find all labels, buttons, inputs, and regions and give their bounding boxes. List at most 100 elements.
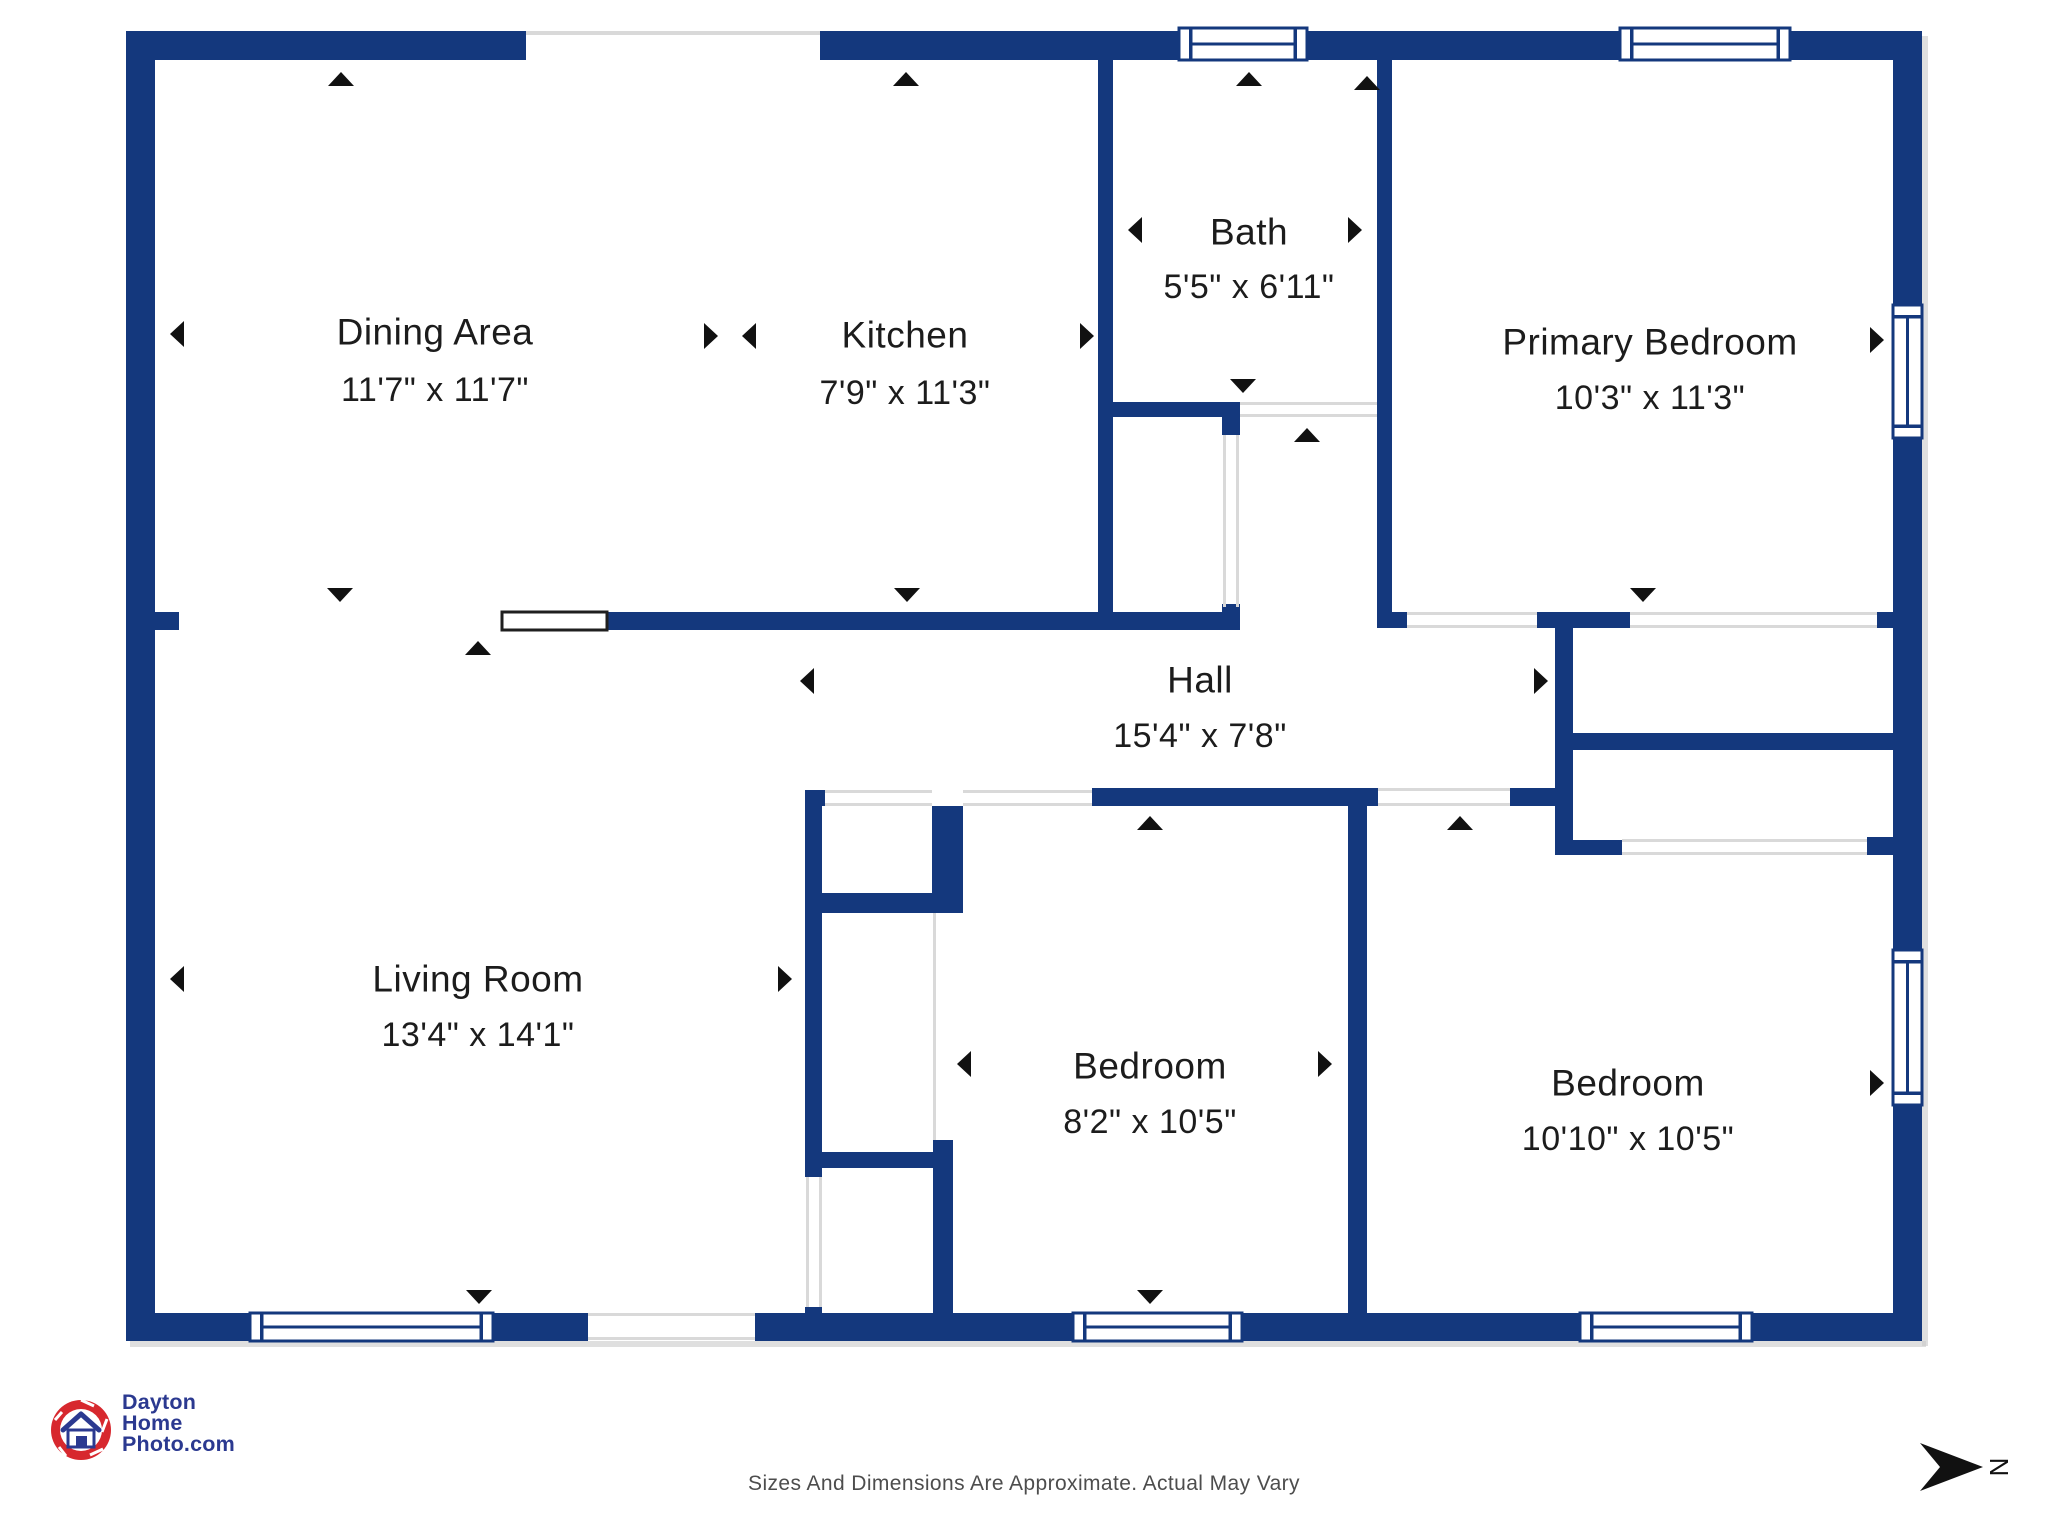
- room-label: Bath: [1210, 212, 1288, 253]
- room-label: Primary Bedroom: [1502, 322, 1797, 363]
- room-dimensions: 15'4" x 7'8": [1113, 717, 1287, 755]
- room-dimensions: 7'9" x 11'3": [819, 374, 990, 412]
- room-label: Hall: [1167, 660, 1233, 701]
- window-mullion: [1189, 42, 1297, 46]
- door-opening-line: [825, 790, 932, 793]
- plan-shadow-right: [1922, 36, 1928, 1346]
- direction-arrow-up: [1294, 428, 1320, 442]
- direction-arrow-right: [1318, 1051, 1332, 1077]
- door-opening-line: [1630, 625, 1877, 628]
- door-opening-line: [825, 803, 932, 806]
- door-opening-line: [1223, 435, 1226, 607]
- door-opening-line: [819, 1177, 822, 1307]
- direction-arrow-up: [1354, 76, 1380, 90]
- wall-segment: [1242, 1313, 1580, 1341]
- room-dimensions: 13'4" x 14'1": [382, 1016, 575, 1054]
- wall-segment: [822, 1152, 933, 1168]
- wall-segment: [805, 806, 822, 1177]
- door-opening-line: [963, 803, 1092, 806]
- wall-segment: [1377, 60, 1392, 628]
- wall-segment: [755, 1313, 1073, 1341]
- direction-arrow-left: [800, 668, 814, 694]
- direction-arrow-down: [894, 588, 920, 602]
- north-arrow-icon: [1920, 1443, 1983, 1491]
- logo-line-1: Dayton: [122, 1390, 197, 1414]
- door-opening-line: [1407, 612, 1537, 615]
- wall-segment: [155, 612, 179, 630]
- direction-arrow-left: [170, 321, 184, 347]
- door-opening-line: [588, 1337, 755, 1340]
- direction-arrow-left: [742, 323, 756, 349]
- door-opening-line: [933, 913, 936, 1140]
- wall-segment: [1222, 417, 1240, 435]
- wall-segment: [1877, 612, 1893, 628]
- door-opening-line: [1378, 803, 1510, 806]
- plan-shadow-bottom: [130, 1341, 1926, 1347]
- direction-arrow-up: [1137, 816, 1163, 830]
- door-opening-line: [806, 1177, 809, 1307]
- wall-segment: [805, 1307, 822, 1313]
- direction-arrow-right: [1870, 1070, 1884, 1096]
- room-label: Living Room: [372, 959, 583, 1000]
- window-mullion: [1906, 315, 1909, 428]
- direction-arrow-up: [893, 72, 919, 86]
- direction-arrow-right: [1080, 323, 1094, 349]
- wall-segment: [493, 1313, 588, 1341]
- logo-wordmark: Dayton Home Photo.com: [122, 1390, 235, 1456]
- room-dimensions: 11'7" x 11'7": [341, 371, 529, 409]
- direction-arrow-up: [328, 72, 354, 86]
- direction-arrow-right: [1534, 668, 1548, 694]
- wall-segment: [1537, 612, 1630, 628]
- direction-arrow-down: [466, 1290, 492, 1304]
- logo-camera-house-icon: [51, 1398, 111, 1460]
- room-dimensions: 10'10" x 10'5": [1522, 1120, 1734, 1158]
- disclaimer-text: Sizes And Dimensions Are Approximate. Ac…: [748, 1472, 1300, 1495]
- direction-arrow-up: [1236, 72, 1262, 86]
- wall-segment: [1893, 1105, 1922, 1341]
- wall-segment: [1893, 438, 1922, 950]
- wall-segment: [1893, 31, 1922, 305]
- direction-arrow-down: [1137, 1290, 1163, 1304]
- window-mullion: [260, 1325, 483, 1329]
- wall-segment: [607, 612, 1240, 630]
- wall-segment: [126, 31, 155, 1341]
- direction-arrow-up: [1447, 816, 1473, 830]
- direction-arrow-left: [1128, 217, 1142, 243]
- room-label: Kitchen: [842, 315, 969, 356]
- direction-arrow-left: [170, 966, 184, 992]
- north-arrow: N: [1920, 1443, 2014, 1491]
- wall-segment: [1348, 806, 1367, 1313]
- door-opening-line: [1240, 402, 1377, 405]
- north-label: N: [1984, 1458, 2014, 1477]
- wall-segment: [1377, 612, 1407, 628]
- logo: Dayton Home Photo.com: [50, 1390, 235, 1462]
- direction-arrow-down: [327, 588, 353, 602]
- direction-arrow-left: [957, 1051, 971, 1077]
- room-dimensions: 10'3" x 11'3": [1555, 379, 1745, 417]
- wall-segment: [1752, 1313, 1922, 1341]
- window-mullion: [1083, 1325, 1232, 1329]
- wall-segment: [126, 31, 526, 60]
- door-opening-line: [1378, 788, 1510, 791]
- room-label: Bedroom: [1073, 1046, 1227, 1087]
- direction-arrow-up: [465, 641, 491, 655]
- door-opening-line: [963, 790, 1092, 793]
- wall-segment: [933, 1140, 953, 1313]
- wall-segment: [805, 790, 825, 806]
- wall-segment: [822, 893, 963, 913]
- logo-line-3: Photo.com: [122, 1432, 235, 1456]
- window-mullion: [1590, 1325, 1742, 1329]
- room-dimensions: 5'5" x 6'11": [1163, 268, 1334, 306]
- door-opening-line: [1622, 839, 1867, 842]
- wall-segment: [1222, 604, 1240, 612]
- room-dimensions: 8'2" x 10'5": [1063, 1103, 1237, 1141]
- cased-opening-symbol: [500, 610, 609, 632]
- direction-arrow-down: [1230, 379, 1256, 393]
- door-opening-line: [1630, 612, 1877, 615]
- wall-segment: [1510, 788, 1555, 806]
- wall-segment: [820, 31, 1179, 60]
- door-opening-line: [1622, 852, 1867, 855]
- door-opening-line: [1236, 435, 1239, 607]
- direction-arrow-right: [1348, 217, 1362, 243]
